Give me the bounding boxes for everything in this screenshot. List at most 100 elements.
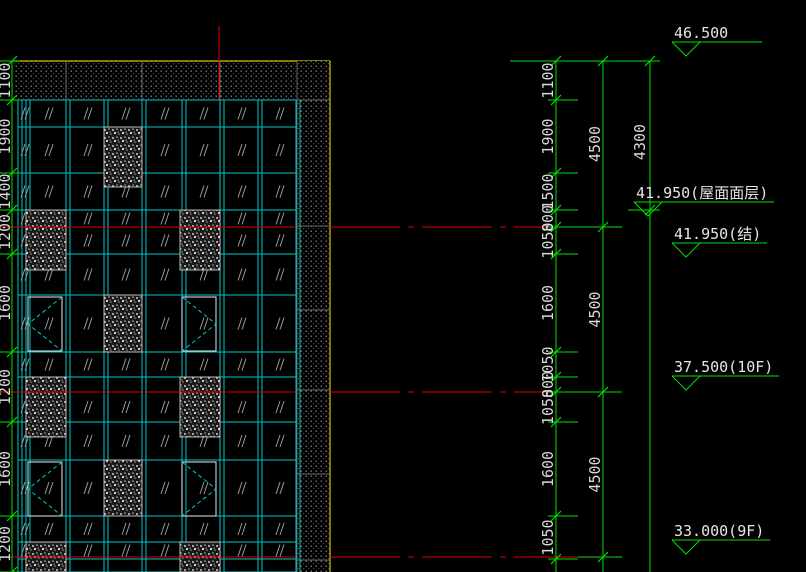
glass-hatch [44, 358, 50, 371]
dimension-tick [550, 371, 562, 383]
glass-hatch [83, 400, 89, 414]
glass-hatch [20, 544, 26, 557]
glass-hatch [24, 143, 30, 157]
glass-hatch [87, 212, 93, 225]
glass-hatch [241, 400, 247, 414]
dimension-tick [550, 386, 562, 398]
glass-hatch [203, 185, 209, 198]
glass-hatch [279, 107, 285, 120]
operable-window [181, 461, 217, 517]
stone-panel [103, 294, 143, 353]
glass-hatch [160, 522, 166, 536]
glass-hatch [275, 481, 281, 495]
glass-hatch [125, 268, 131, 281]
left-dimension-label: 1200 [0, 214, 14, 250]
glass-hatch [20, 234, 26, 247]
glass-hatch [20, 358, 26, 371]
glass-hatch [83, 481, 89, 495]
window-swing-symbol [181, 296, 217, 352]
glass-hatch [83, 107, 89, 120]
glass-hatch [164, 434, 170, 448]
glass-hatch [87, 317, 93, 330]
inner-dimension-label: 800 [539, 371, 557, 398]
left-dimension-label: 1600 [0, 285, 14, 321]
glass-hatch [164, 268, 170, 281]
glass-hatch [87, 434, 93, 448]
glass-hatch [121, 358, 127, 371]
glass-hatch [241, 143, 247, 157]
dimension-tick [6, 204, 18, 216]
glass-hatch [199, 107, 205, 120]
operable-window [27, 296, 63, 352]
glass-hatch [199, 481, 205, 495]
glass-hatch [241, 434, 247, 448]
glass-hatch [125, 234, 131, 247]
glass-hatch [121, 234, 127, 247]
left-dimension-label: 1200 [0, 369, 14, 405]
window-swing-symbol [181, 461, 217, 517]
glass-hatch [121, 522, 127, 536]
glass-hatch [279, 268, 285, 281]
glass-hatch [48, 317, 54, 330]
curtain-wall-elevation [14, 60, 331, 572]
dimension-tick [6, 94, 18, 106]
level-marker: 41.950(屋面面层) [633, 184, 775, 217]
glass-hatch [87, 544, 93, 557]
glass-hatch [44, 522, 50, 536]
inner-dimension-label: 1050 [539, 519, 557, 555]
glass-hatch [237, 522, 243, 536]
dimension-tick [550, 221, 562, 233]
glass-hatch [20, 143, 26, 157]
glass-hatch [87, 522, 93, 536]
glass-hatch [83, 358, 89, 371]
glass-hatch [87, 185, 93, 198]
level-marker: 41.950(结) [671, 225, 768, 258]
operable-window [27, 461, 63, 517]
glass-hatch [203, 481, 209, 495]
dimension-tick [550, 167, 562, 179]
glass-hatch [121, 107, 127, 120]
dimension-tick [644, 55, 656, 67]
glass-hatch [44, 185, 50, 198]
glass-hatch [20, 185, 26, 198]
glass-hatch [275, 268, 281, 281]
operable-window [181, 296, 217, 352]
glass-hatch [160, 400, 166, 414]
glass-hatch [24, 107, 30, 120]
level-markers: 46.500 41.950(屋面面层) 41.950(结) 37.500(10F) 33… [633, 24, 780, 555]
level-label: 33.000(9F) [674, 522, 764, 540]
left-dimension-label: 1200 [0, 526, 14, 562]
glass-hatch [83, 522, 89, 536]
glass-hatch [164, 185, 170, 198]
glass-hatch [199, 185, 205, 198]
glass-hatch [160, 317, 166, 330]
level-label: 37.500(10F) [674, 358, 773, 376]
window-swing-symbol [27, 296, 63, 352]
glass-hatch [164, 234, 170, 247]
glass-hatch [20, 522, 26, 536]
glass-hatch [241, 234, 247, 247]
glass-hatch [279, 358, 285, 371]
glass-hatch [20, 434, 26, 448]
level-marker: 46.500 [671, 24, 762, 57]
glass-hatch [87, 268, 93, 281]
dimension-tick [550, 553, 562, 565]
glass-hatch [83, 544, 89, 557]
glass-hatch [83, 143, 89, 157]
glass-hatch [275, 544, 281, 557]
glass-hatch [125, 212, 131, 225]
glass-hatch [241, 185, 247, 198]
glass-hatch [125, 522, 131, 536]
glass-hatch [48, 107, 54, 120]
glass-hatch [87, 107, 93, 120]
glass-hatch [237, 400, 243, 414]
glass-hatch [164, 544, 170, 557]
glass-hatch [279, 481, 285, 495]
glass-hatch [83, 268, 89, 281]
glass-hatch [203, 317, 209, 330]
glass-hatch [121, 400, 127, 414]
glass-hatch [237, 544, 243, 557]
glass-hatch [83, 212, 89, 225]
inner-dimension-label: 1050 [539, 346, 557, 382]
